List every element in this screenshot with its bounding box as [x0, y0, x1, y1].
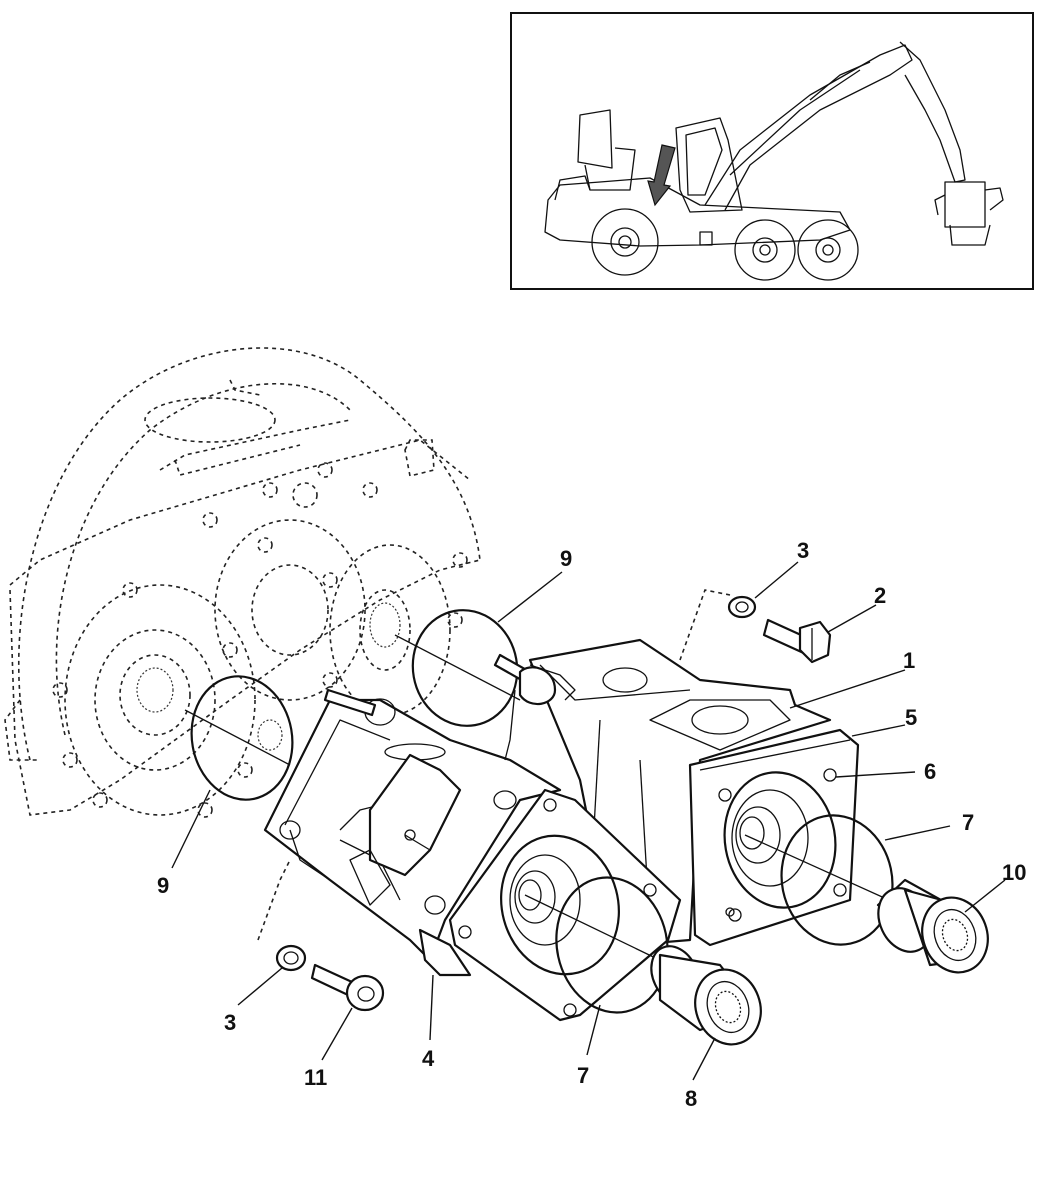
gearbox-bolt-holes: [52, 462, 468, 818]
leader-lines: [171, 561, 1006, 1081]
callout-9-upper: 9: [560, 546, 572, 571]
socket-cap-screw-11: [310, 963, 385, 1012]
o-ring-7-front: [555, 876, 669, 1014]
gearbox-spline-lower: [136, 667, 174, 713]
callout-9-lower: 9: [157, 873, 169, 898]
front-wheel: [591, 208, 659, 276]
callout-10: 10: [1002, 860, 1026, 885]
callout-labels: 1 2 3 3 4 5 6 7 7 8 9 9 10 11: [157, 538, 1026, 1111]
rear-flange: [688, 728, 860, 947]
o-ring-7-rear: [780, 814, 894, 946]
flange-bolt-hole: [718, 788, 732, 802]
callout-8: 8: [685, 1086, 697, 1111]
callout-7-front: 7: [577, 1063, 589, 1088]
splined-coupling-10: [876, 878, 989, 974]
callout-1: 1: [903, 648, 915, 673]
o-ring-9-upper: [411, 609, 519, 727]
washer-3-lower: [275, 944, 307, 972]
control-valve-block: [368, 753, 462, 877]
side-block: [418, 928, 472, 977]
gearbox-spline-upper: [369, 602, 401, 648]
harvester-machine-illustration: [544, 41, 1004, 281]
rear-wheel-2: [797, 219, 859, 281]
callout-3-upper: 3: [797, 538, 809, 563]
callout-5: 5: [905, 705, 917, 730]
callout-7-rear: 7: [962, 810, 974, 835]
machine-locator-inset: [510, 12, 1034, 290]
callout-11: 11: [304, 1065, 327, 1090]
splined-coupling-8: [650, 945, 762, 1046]
callout-4: 4: [422, 1046, 435, 1071]
rear-wheel-1: [734, 219, 796, 281]
washer-3-upper: [727, 595, 757, 619]
callout-2: 2: [874, 583, 886, 608]
pump-assembly: [263, 638, 860, 1022]
hex-bolt-2: [762, 618, 832, 664]
o-ring-9-lower: [190, 675, 294, 801]
callout-3-lower: 3: [224, 1010, 236, 1035]
callout-6: 6: [924, 759, 936, 784]
